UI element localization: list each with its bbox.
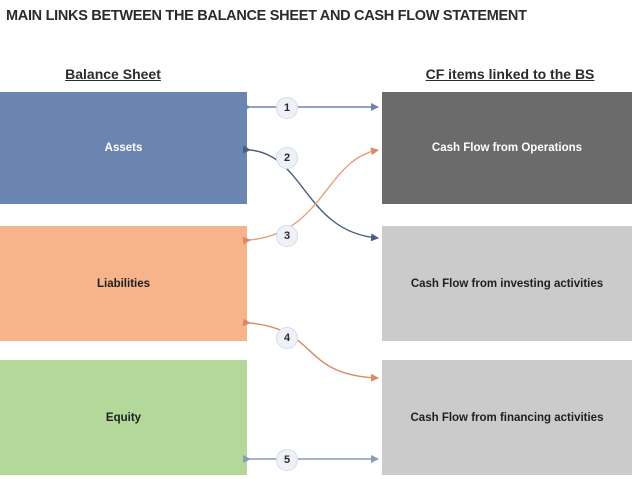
link-3-arrow xyxy=(242,147,379,245)
equity-label: Equity xyxy=(105,411,142,424)
link-1-number: 1 xyxy=(276,97,298,119)
cf-investing-label: Cash Flow from investing activities xyxy=(410,277,604,290)
cf-operations-label: Cash Flow from Operations xyxy=(431,142,583,154)
assets-box: Assets xyxy=(0,92,247,204)
diagram-title: MAIN LINKS BETWEEN THE BALANCE SHEET AND… xyxy=(6,8,527,24)
cf-operations-box: Cash Flow from Operations xyxy=(382,92,632,204)
link-3-number: 3 xyxy=(276,225,298,247)
link-2-arrow xyxy=(242,145,379,242)
link-5-number: 5 xyxy=(276,449,298,471)
cf-financing-label: Cash Flow from financing activities xyxy=(410,411,604,424)
liabilities-label: Liabilities xyxy=(96,277,151,290)
balance-sheet-header: Balance Sheet xyxy=(65,66,161,82)
liabilities-box: Liabilities xyxy=(0,226,247,341)
link-4-arrow xyxy=(242,318,379,382)
assets-label: Assets xyxy=(104,142,143,154)
equity-box: Equity xyxy=(0,360,247,475)
link-4-number: 4 xyxy=(276,327,298,349)
cf-investing-box: Cash Flow from investing activities xyxy=(382,226,632,341)
cf-items-header: CF items linked to the BS xyxy=(425,66,595,82)
cf-financing-box: Cash Flow from financing activities xyxy=(382,360,632,475)
link-2-number: 2 xyxy=(276,147,298,169)
